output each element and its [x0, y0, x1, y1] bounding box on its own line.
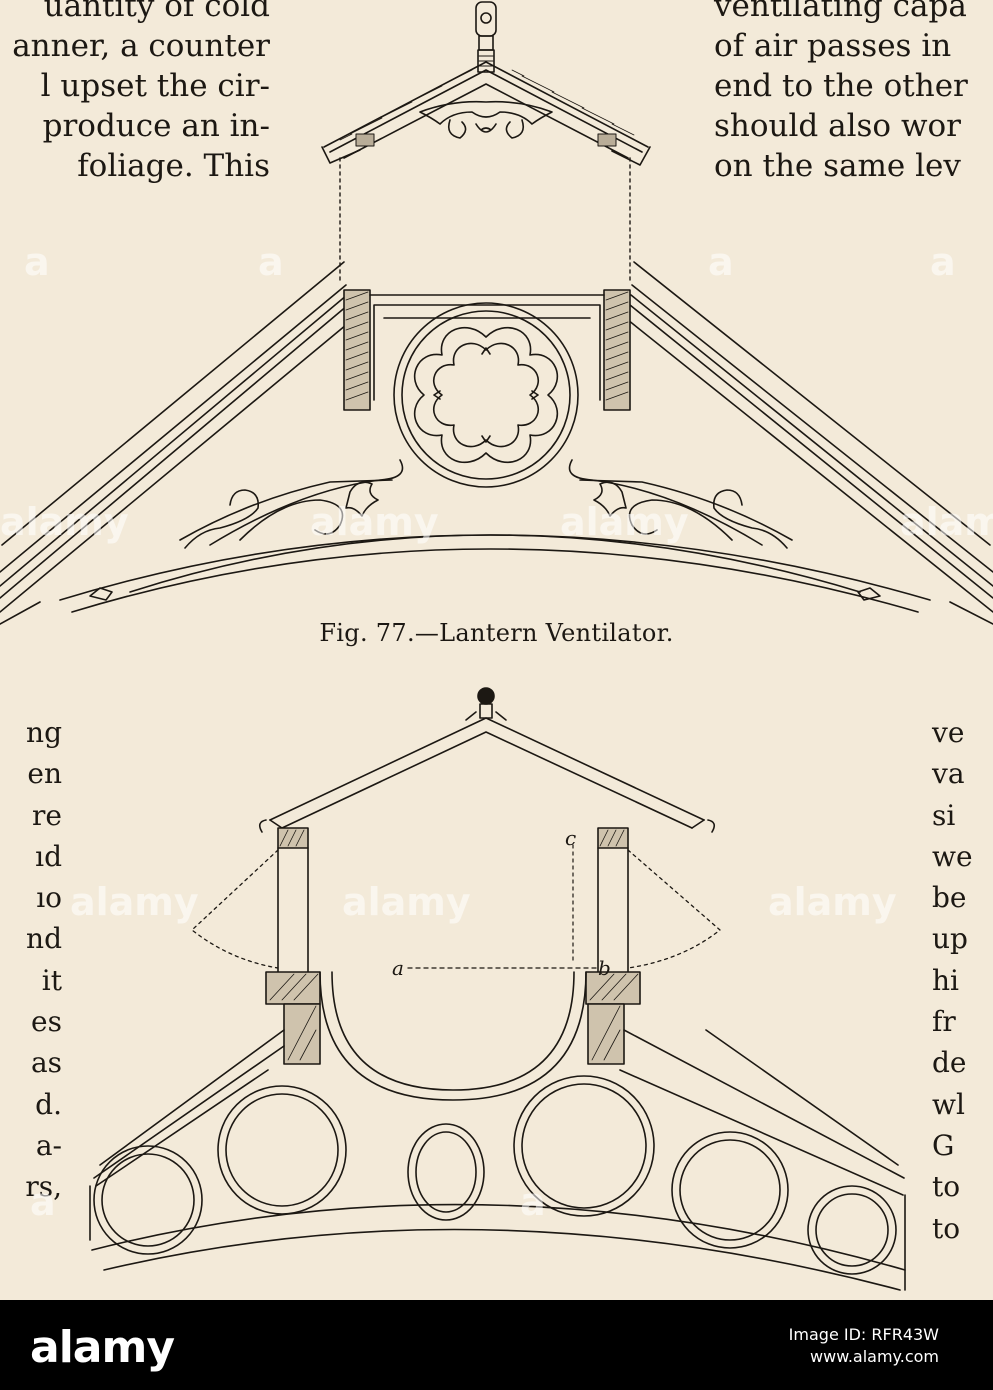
text-line: wl	[932, 1087, 965, 1121]
text-line: hi	[932, 963, 959, 997]
engraving-illustrations	[0, 1, 993, 1291]
text-line: en	[27, 757, 62, 791]
fig77-lantern-ventilator-drawing	[0, 1, 993, 625]
label-b: b	[598, 956, 611, 980]
watermark-text: alamy	[560, 500, 689, 544]
stock-image-info: Image ID: RFR43W www.alamy.com	[789, 1324, 939, 1368]
text-line: produce an in-	[42, 108, 270, 144]
text-line: de	[932, 1046, 967, 1080]
text-line: fr	[932, 1005, 956, 1039]
watermark-text: alamy	[342, 880, 471, 924]
text-line: rs,	[25, 1170, 62, 1204]
lower-ventilator-drawing	[89, 687, 906, 1291]
left-column-bottom-text: ng en re ıd ıo nd it es as d. a- rs,	[0, 712, 62, 1208]
text-line: up	[932, 922, 968, 956]
watermark-mark: a	[30, 1180, 56, 1224]
watermark-mark: a	[930, 240, 956, 284]
lantern-posts	[343, 289, 631, 411]
text-line: ventilating capa	[714, 0, 967, 24]
right-column-bottom-text: ve va si we be up hi fr de wl G to to	[932, 712, 993, 1249]
book-page: uantity of cold anner, a counter l upset…	[0, 0, 993, 1291]
stock-footer-bar: alamy Image ID: RFR43W www.alamy.com	[0, 1300, 993, 1390]
figure-caption: Fig. 77.—Lantern Ventilator.	[319, 619, 674, 647]
watermark-mark: a	[708, 240, 734, 284]
watermark-text: alamy	[70, 880, 199, 924]
text-line: va	[932, 757, 965, 791]
text-line: d.	[35, 1087, 62, 1121]
text-line: as	[30, 1046, 62, 1080]
watermark-text: alamy	[900, 500, 993, 544]
text-line: foliage. This	[77, 148, 270, 184]
watermark-mark: a	[520, 1180, 546, 1224]
watermark-text: alamy	[310, 500, 439, 544]
watermark-mark: a	[258, 240, 284, 284]
text-line: ve	[932, 716, 965, 749]
text-line: anner, a counter	[12, 28, 270, 64]
text-line: re	[32, 798, 62, 832]
text-line: l upset the cir-	[40, 68, 270, 104]
watermark-text: alamy	[0, 500, 129, 544]
text-line: uantity of cold	[43, 0, 270, 24]
text-line: to	[932, 1211, 961, 1245]
label-c: c	[565, 826, 577, 850]
text-line: si	[932, 798, 956, 832]
text-line: a-	[35, 1128, 62, 1162]
text-line: ıo	[36, 881, 62, 915]
image-id: Image ID: RFR43W	[788, 1325, 939, 1344]
text-line: we	[932, 839, 973, 873]
label-a: a	[392, 956, 404, 980]
text-line: should also wor	[714, 108, 961, 144]
arched-bracket	[59, 459, 931, 613]
site-url: www.alamy.com	[810, 1347, 939, 1366]
text-line: G	[932, 1128, 955, 1162]
text-line: it	[41, 963, 62, 997]
text-line: ng	[26, 716, 62, 749]
text-line: to	[932, 1170, 961, 1204]
text-line: ıd	[35, 839, 62, 873]
brand-logo: alamy	[30, 1322, 175, 1373]
main-roof	[0, 261, 993, 625]
finial	[475, 1, 497, 73]
lantern-cap	[321, 61, 651, 166]
text-line: of air passes in	[714, 28, 952, 64]
text-line: es	[31, 1005, 62, 1039]
text-line: end to the other	[714, 68, 968, 104]
left-column-top-text: uantity of cold anner, a counter l upset…	[0, 0, 270, 186]
text-line: be	[932, 881, 967, 915]
watermark-mark: a	[24, 240, 50, 284]
text-line: nd	[26, 922, 62, 956]
watermark-text: alamy	[768, 880, 897, 924]
quatrefoil-roundel	[393, 302, 579, 488]
text-line: on the same lev	[714, 148, 961, 184]
right-column-top-text: ventilating capa of air passes in end to…	[714, 0, 993, 186]
